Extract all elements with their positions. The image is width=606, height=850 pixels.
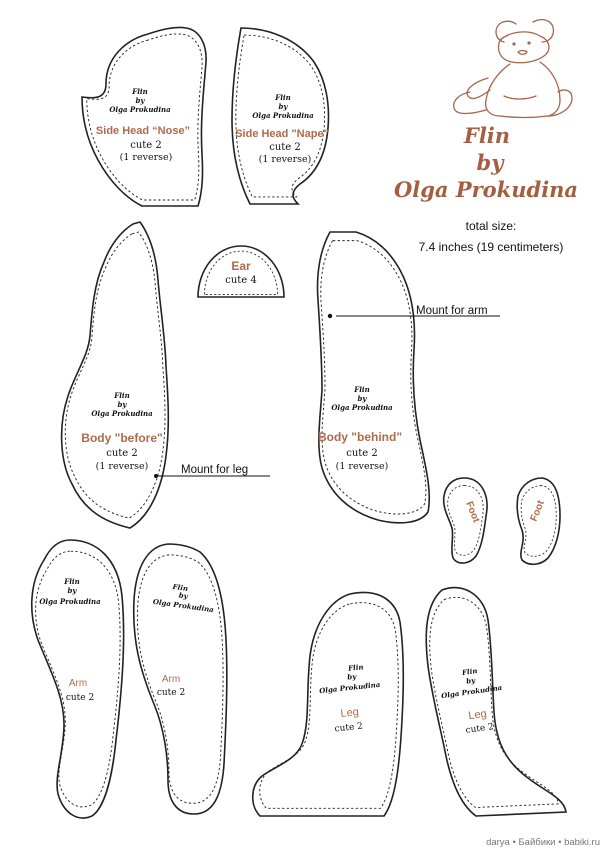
mount-point-marker: [154, 474, 158, 478]
piece-reverse-note: (1 reverse): [96, 461, 149, 472]
signature-line2: by: [118, 400, 128, 409]
signature-line1: Flin: [347, 662, 364, 673]
piece-leg-right: Flin by Olga Prokudina Leg cute 2: [425, 586, 567, 817]
piece-reverse-note: (1 reverse): [120, 152, 173, 163]
piece-arm-right: Flin by Olga Prokudina Arm cute 2: [132, 543, 228, 815]
title-block: Flin by Olga Prokudina total size: 7.4 i…: [394, 123, 578, 254]
piece-name: Side Head “Nose”: [96, 125, 190, 137]
piece-name: Arm: [69, 678, 87, 689]
piece-cut-count: cute 2: [334, 722, 363, 735]
piece-cut-count: cute 2: [269, 142, 301, 153]
signature-line2: by: [279, 102, 289, 111]
mount-label: Mount for arm: [416, 305, 488, 317]
piece-body-before: Flin by Olga Prokudina Body "before" cut…: [60, 221, 170, 529]
signature-line3: Olga Prokudina: [39, 597, 101, 606]
signature-line1: Flin: [171, 582, 188, 593]
mount-label: Mount for leg: [181, 464, 248, 476]
piece-body-behind: Flin by Olga Prokudina Body "behind" cut…: [316, 231, 431, 524]
piece-name: Leg: [340, 706, 360, 720]
piece-foot-left: Foot: [442, 477, 488, 564]
piece-cut-count: cute 2: [346, 448, 378, 459]
signature-line2: by: [178, 590, 189, 600]
signature-line1: Flin: [63, 577, 79, 586]
signature-line2: by: [466, 675, 477, 685]
total-size-value: 7.4 inches (19 centimeters): [419, 240, 564, 254]
signature-line1: Flin: [460, 666, 477, 677]
watermark-credit: darya • Байбики • babiki.ru: [486, 837, 600, 848]
title-author: Olga Prokudina: [394, 177, 578, 202]
footer-credit: darya • Байбики • babiki.ru: [486, 837, 600, 848]
piece-foot-right: Foot: [516, 477, 561, 566]
piece-cut-count: cute 2: [465, 722, 494, 736]
piece-side-head-nose: Flin by Olga Prokudina Side Head “Nose” …: [81, 26, 207, 207]
piece-cut-count: cute 2: [66, 693, 94, 703]
piece-cut-count: cute 4: [225, 275, 257, 286]
annotation-mount-for-leg: Mount for leg: [154, 464, 270, 478]
total-size-label: total size:: [466, 219, 517, 233]
piece-name: Body "before": [81, 431, 162, 445]
piece-side-head-nape: Flin by Olga Prokudina Side Head "Nape" …: [231, 27, 330, 205]
mount-point-marker: [327, 313, 333, 319]
piece-reverse-note: (1 reverse): [259, 154, 312, 165]
piece-reverse-note: (1 reverse): [336, 461, 389, 472]
signature-line2: by: [136, 96, 146, 105]
signature-line2: by: [347, 671, 358, 681]
signature-line3: Olga Prokudina: [331, 403, 393, 412]
signature-line1: Flin: [274, 93, 290, 102]
signature-line1: Flin: [113, 391, 129, 400]
signature-line2: by: [358, 394, 368, 403]
signature-line1: Flin: [353, 385, 369, 394]
piece-cut-count: cute 2: [130, 140, 162, 151]
piece-cut-count: cute 2: [106, 448, 138, 459]
piece-name: Leg: [468, 708, 488, 722]
signature-line1: Flin: [131, 87, 147, 96]
title-flin: Flin: [463, 123, 510, 148]
piece-name: Arm: [162, 674, 180, 685]
piece-leg-left: Flin by Olga Prokudina Leg cute 2: [251, 591, 405, 817]
piece-name: Side Head "Nape": [235, 128, 329, 140]
piece-cut-count: cute 2: [157, 688, 185, 698]
annotation-mount-for-arm: Mount for arm: [327, 305, 500, 319]
teddy-bear-sketch-icon: [453, 19, 573, 119]
piece-arm-left: Flin by Olga Prokudina Arm cute 2: [30, 539, 125, 819]
title-by: by: [477, 150, 506, 175]
signature-line2: by: [68, 586, 78, 595]
signature-line3: Olga Prokudina: [252, 111, 314, 120]
signature-line3: Olga Prokudina: [109, 105, 171, 114]
piece-ear: Ear cute 4: [197, 245, 285, 298]
piece-name: Ear: [231, 259, 251, 273]
signature-line3: Olga Prokudina: [91, 409, 153, 418]
piece-name: Body "behind": [318, 430, 402, 444]
